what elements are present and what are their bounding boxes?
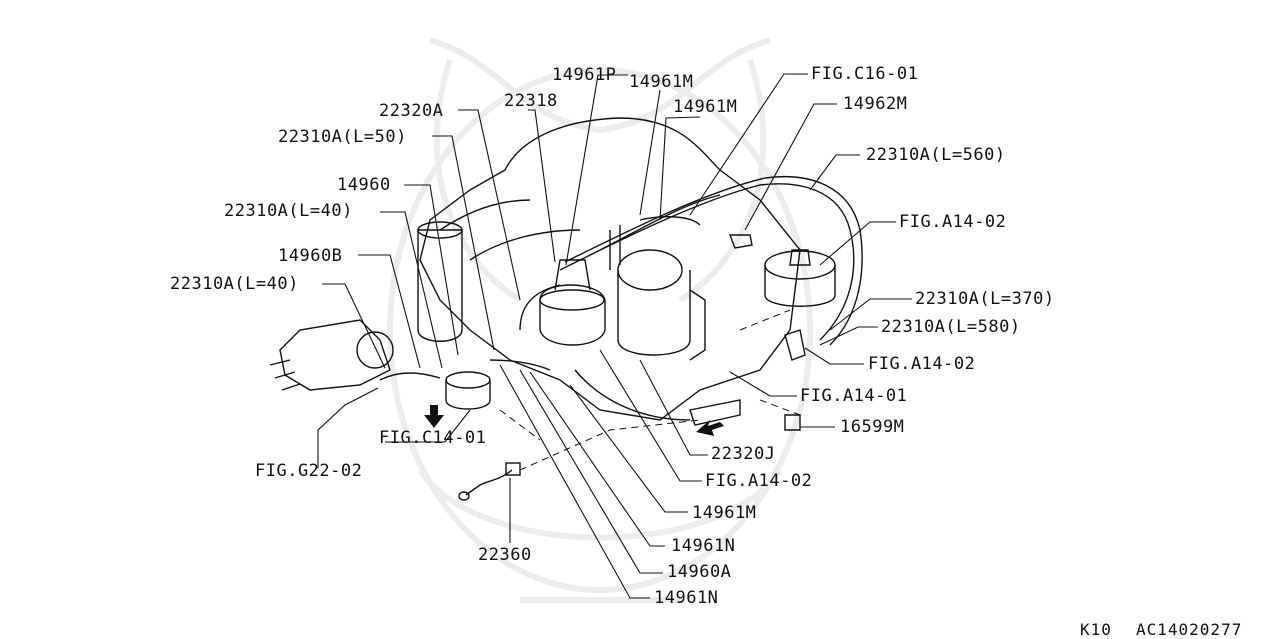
callout-16599M: 16599M <box>840 417 905 437</box>
callout-14960B: 14960B <box>278 246 343 266</box>
callout-fig-a14-01: FIG.A14-01 <box>800 386 908 406</box>
callout-fig-g22-02: FIG.G22-02 <box>255 461 363 481</box>
callout-22310A-L40-lower: 22310A(L=40) <box>170 274 299 294</box>
callout-14961N-lower: 14961N <box>654 588 719 608</box>
model-code: K10 <box>1080 620 1112 639</box>
callout-fig-c16-01: FIG.C16-01 <box>811 64 919 84</box>
callout-22310A-L370: 22310A(L=370) <box>915 289 1055 309</box>
diagram-code: AC14020277 <box>1136 620 1243 639</box>
dashed-guides <box>499 309 801 471</box>
callout-14961P: 14961P <box>552 65 617 85</box>
leader-lines <box>317 73 912 599</box>
callout-fig-c14-01: FIG.C14-01 <box>379 428 487 448</box>
callout-fig-a14-02-mid: FIG.A14-02 <box>868 354 976 374</box>
callout-22310A-L580: 22310A(L=580) <box>881 317 1021 337</box>
callout-fig-a14-02-top: FIG.A14-02 <box>899 212 1007 232</box>
callout-14961M-top: 14961M <box>629 72 694 92</box>
callout-14960: 14960 <box>337 175 391 195</box>
engine-drawing <box>269 117 863 501</box>
callout-14960A: 14960A <box>667 562 732 582</box>
callout-22310A-L40-upper: 22310A(L=40) <box>224 201 353 221</box>
arrow-left-icon <box>696 420 724 436</box>
callout-22360: 22360 <box>478 545 532 565</box>
callout-14961N-upper: 14961N <box>671 536 736 556</box>
callout-22318: 22318 <box>504 91 558 111</box>
arrow-down-icon <box>424 405 444 428</box>
callout-22320J: 22320J <box>711 444 776 464</box>
callout-22320A: 22320A <box>379 101 444 121</box>
callout-fig-a14-02-bottom: FIG.A14-02 <box>705 471 813 491</box>
callout-14961M-upper: 14961M <box>673 97 738 117</box>
callout-22310A-L50: 22310A(L=50) <box>278 127 407 147</box>
callout-14962M: 14962M <box>843 94 908 114</box>
callout-14961M-bottom: 14961M <box>692 503 757 523</box>
watermark-emblem <box>387 37 813 603</box>
callout-22310A-L560: 22310A(L=560) <box>866 145 1006 165</box>
direction-arrows <box>424 405 724 436</box>
